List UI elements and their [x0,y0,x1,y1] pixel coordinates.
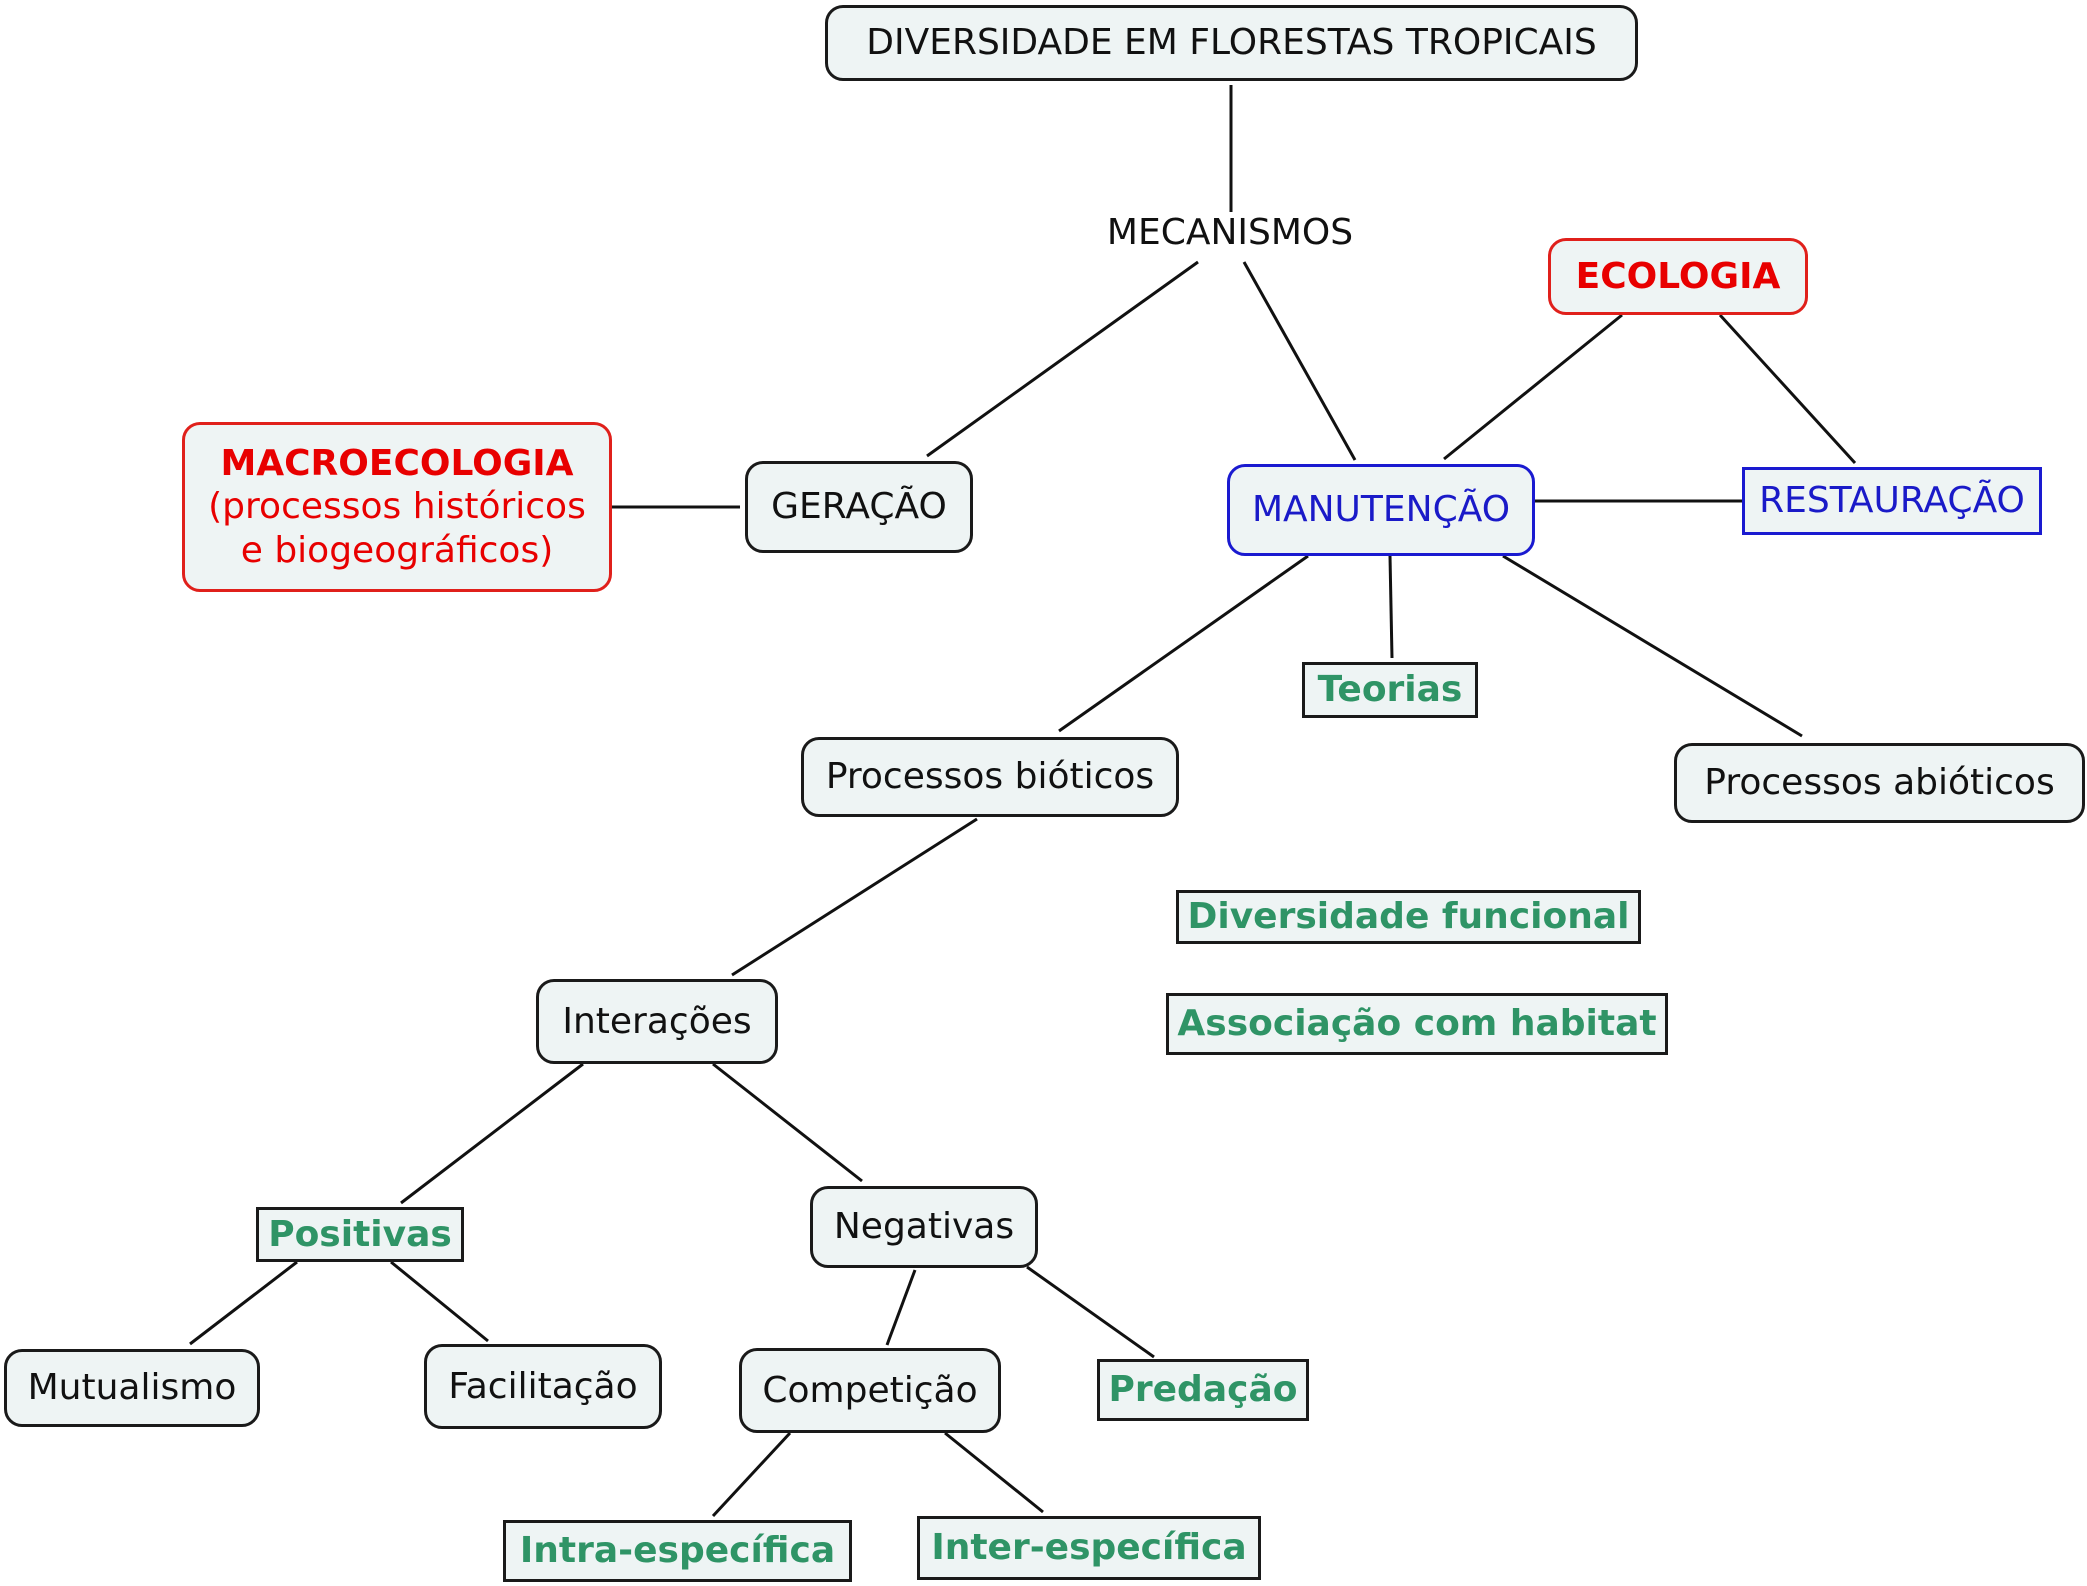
competicao-label: Competição [762,1369,978,1411]
processos-bioticos-node[interactable]: Processos bióticos [801,737,1179,817]
link-ecologia-restauracao [1718,313,1857,465]
ecologia-label: ECOLOGIA [1575,255,1781,297]
link-competicao-inter [944,1431,1044,1514]
diversidade-funcional-label: Diversidade funcional [1187,896,1630,938]
facilitacao-label: Facilitação [448,1365,638,1407]
title-node[interactable]: DIVERSIDADE EM FLORESTAS TROPICAIS [825,5,1638,81]
restauracao-node[interactable]: RESTAURAÇÃO [1742,467,2042,535]
macroecologia-title: MACROECOLOGIA [220,443,574,485]
link-positivas-mutualismo [189,1260,298,1346]
facilitacao-node[interactable]: Facilitação [424,1344,662,1429]
link-negativas-predacao [1026,1265,1155,1359]
macroecologia-line2: e biogeográficos) [240,529,554,571]
geracao-node[interactable]: GERAÇÃO [745,461,973,553]
mutualismo-node[interactable]: Mutualismo [4,1349,260,1427]
restauracao-label: RESTAURAÇÃO [1759,480,2025,522]
interacoes-label: Interações [562,1000,752,1042]
link-negativas-competicao [885,1269,917,1346]
negativas-label: Negativas [833,1206,1015,1248]
link-interacoes-positivas [400,1062,584,1205]
associacao-habitat-label: Associação com habitat [1177,1003,1657,1045]
link-mecanismos-manutencao [1242,261,1357,461]
intra-especifica-node[interactable]: Intra-específica [503,1520,852,1582]
mecanismos-label: MECANISMOS [1106,212,1354,253]
link-bioticos-interacoes [731,817,978,977]
interacoes-node[interactable]: Interações [536,979,778,1064]
predacao-node[interactable]: Predação [1097,1359,1309,1421]
ecologia-node[interactable]: ECOLOGIA [1548,238,1808,315]
link-competicao-intra [711,1431,792,1518]
link-interacoes-negativas [712,1062,863,1183]
link-ecologia-manutencao [1443,313,1623,461]
title-label: DIVERSIDADE EM FLORESTAS TROPICAIS [866,22,1597,64]
link-mecanismos-geracao [926,260,1199,458]
link-manutencao-bioticos [1058,554,1309,733]
intra-especifica-label: Intra-específica [519,1530,836,1572]
macroecologia-line1: (processos históricos [208,486,586,528]
link-positivas-facilitacao [390,1260,489,1343]
manutencao-node[interactable]: MANUTENÇÃO [1227,464,1535,556]
positivas-node[interactable]: Positivas [256,1207,464,1262]
inter-especifica-node[interactable]: Inter-específica [917,1516,1261,1580]
diversidade-funcional-node[interactable]: Diversidade funcional [1176,890,1641,944]
link-manutencao-abioticos [1502,554,1803,738]
processos-bioticos-label: Processos bióticos [825,756,1155,798]
positivas-label: Positivas [268,1213,452,1255]
processos-abioticos-label: Processos abióticos [1704,762,2055,804]
associacao-habitat-node[interactable]: Associação com habitat [1166,993,1668,1055]
negativas-node[interactable]: Negativas [810,1186,1038,1268]
mutualismo-label: Mutualismo [27,1367,237,1409]
predacao-label: Predação [1108,1369,1298,1411]
inter-especifica-label: Inter-específica [931,1527,1247,1569]
geracao-label: GERAÇÃO [771,486,947,528]
competicao-node[interactable]: Competição [739,1348,1001,1433]
macroecologia-node[interactable]: MACROECOLOGIA (processos históricos e bi… [182,422,612,592]
teorias-label: Teorias [1317,669,1463,711]
manutencao-label: MANUTENÇÃO [1251,489,1511,531]
processos-abioticos-node[interactable]: Processos abióticos [1674,743,2085,823]
teorias-node[interactable]: Teorias [1302,662,1478,718]
link-manutencao-teorias [1388,555,1394,659]
